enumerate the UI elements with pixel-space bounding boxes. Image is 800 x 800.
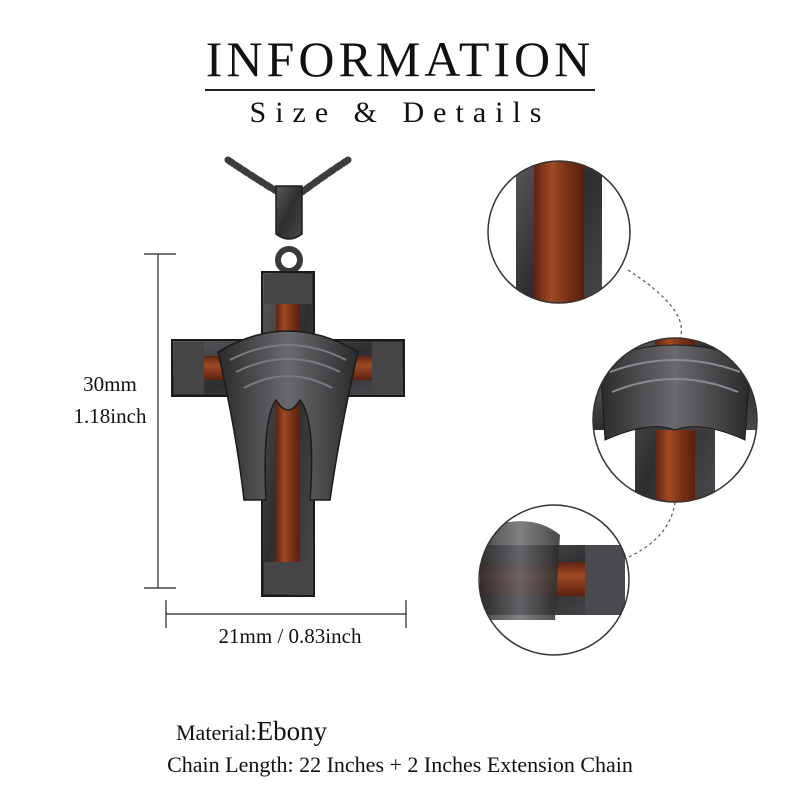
detail-circle-middle xyxy=(592,337,758,503)
material-line: Material:Ebony xyxy=(176,716,327,747)
pendant-bail xyxy=(275,185,303,240)
height-label: 30mm 1.18inch xyxy=(40,368,180,432)
cross-pendant xyxy=(171,271,405,597)
detail-circle-bottom xyxy=(478,504,630,656)
width-dimension-line xyxy=(165,600,407,628)
detail-connector xyxy=(621,269,682,561)
height-dimension-line xyxy=(144,253,176,589)
page-title: INFORMATION xyxy=(205,31,595,87)
width-label: 21mm / 0.83inch xyxy=(218,624,362,648)
chain-length-line: Chain Length: 22 Inches + 2 Inches Exten… xyxy=(167,752,633,777)
material-label: Material: xyxy=(176,720,257,745)
page-subtitle: Size & Details xyxy=(249,96,551,129)
title-divider xyxy=(205,89,595,91)
height-mm: 30mm xyxy=(83,372,137,396)
height-inch: 1.18inch xyxy=(73,404,147,428)
material-value: Ebony xyxy=(256,716,328,746)
chain xyxy=(224,156,352,196)
detail-circle-top xyxy=(487,160,631,304)
jump-ring xyxy=(275,246,303,274)
